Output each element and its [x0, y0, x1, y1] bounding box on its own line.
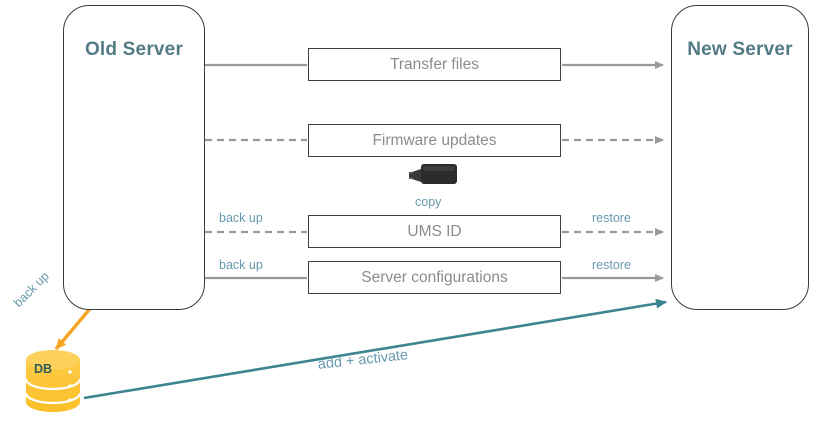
database-cylinder-icon — [24, 350, 82, 412]
process-box-ums-id[interactable]: UMS ID — [308, 215, 561, 248]
new-server-title: New Server — [687, 39, 793, 60]
usb-stick-icon — [409, 164, 457, 184]
label-copy: copy — [415, 195, 442, 209]
label-back-up-ums-id: back up — [219, 211, 263, 225]
process-box-firmware-updates[interactable]: Firmware updates — [308, 124, 561, 157]
label-restore-ums-id: restore — [592, 211, 631, 225]
old-server-panel[interactable]: Old Server — [63, 5, 205, 310]
process-box-server-configurations[interactable]: Server configurations — [308, 261, 561, 294]
arrow-add-activate — [83, 298, 667, 400]
label-restore-server-config: restore — [592, 258, 631, 272]
label-back-up-server-config: back up — [219, 258, 263, 272]
old-server-title: Old Server — [84, 39, 184, 60]
new-server-panel[interactable]: New Server — [671, 5, 809, 310]
process-box-transfer-files[interactable]: Transfer files — [308, 48, 561, 81]
database-label: DB — [34, 362, 53, 376]
